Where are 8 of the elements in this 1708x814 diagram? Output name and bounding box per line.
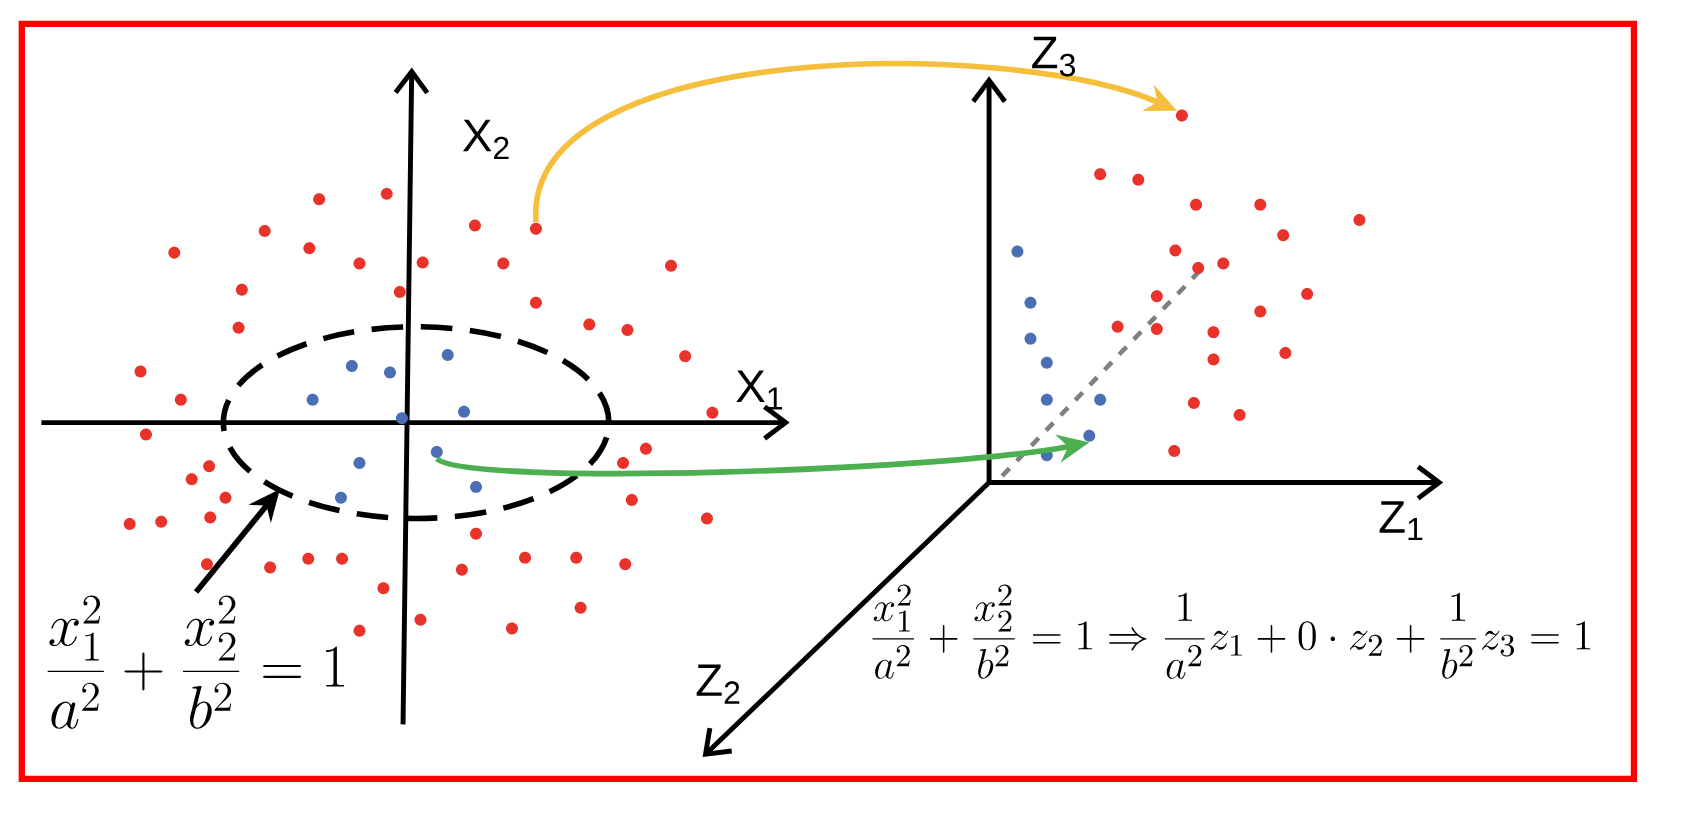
axis-label: Z$_{1}$ <box>1379 501 1423 541</box>
dashed-ellipse <box>220 324 612 522</box>
axis-label: X$_{1}$ <box>736 370 782 410</box>
axis-label: X$_{2}$ <box>462 119 509 160</box>
axis-label: Z$_{2}$ <box>696 664 740 704</box>
axis-label: Z$_{3}$ <box>1032 37 1075 77</box>
formula: $\frac{x_1^2}{a^2}+\frac{x_2^2}{b^2}=1$ <box>39 592 353 732</box>
formula: $\frac{x_1^2}{a^2}+\frac{x_2^2}{b^2}=1\Rightarrow\frac{1}{a^2}z_1+0\cdot z_2+\frac{1}{b^2}z_3=1$ <box>872 584 1591 679</box>
